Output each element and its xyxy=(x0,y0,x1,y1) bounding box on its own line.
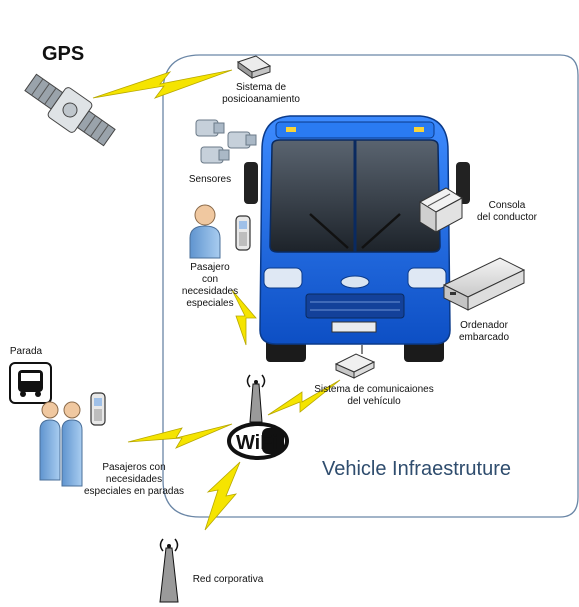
sensors-icon xyxy=(195,119,257,164)
comm-system-label: Sistema de comunicaiones del vehículo xyxy=(314,384,434,407)
passenger-label: Pasajero con necesidades especiales xyxy=(181,262,239,309)
stop-label: Parada xyxy=(9,346,43,357)
wifi-logo-text: WiFi xyxy=(236,432,278,454)
wireless-links xyxy=(92,69,341,531)
corporate-network-label: Red corporativa xyxy=(192,574,264,585)
router-icon xyxy=(334,345,376,379)
passenger-link xyxy=(231,289,257,346)
passenger-person-icon xyxy=(189,204,221,259)
onboard-computer-label: Ordenador embarcado xyxy=(458,320,510,343)
gps-satellite-icon xyxy=(24,73,116,147)
onboard-computer-icon xyxy=(442,257,526,311)
bus-icon xyxy=(244,115,470,362)
stop-passengers-label: Pasajeros con necesidades especiales en … xyxy=(83,462,185,497)
comm-wifi-link xyxy=(267,379,341,416)
phone-icon xyxy=(235,215,251,251)
bus-stop-sign-icon xyxy=(9,362,52,404)
gps-title: GPS xyxy=(42,43,84,65)
gps-link xyxy=(92,69,233,99)
network-wifi-link xyxy=(204,461,241,531)
stop-wifi-link xyxy=(127,423,233,449)
positioning-device-icon xyxy=(236,55,272,79)
sensors-label: Sensores xyxy=(188,174,232,185)
vehicle-infrastructure-title: Vehicle Infraestruture xyxy=(322,458,511,480)
positioning-system-label: Sistema de posicioanamiento xyxy=(222,82,300,105)
antenna-icon xyxy=(246,374,266,423)
stop-phone-icon xyxy=(90,392,106,426)
driver-console-icon xyxy=(419,187,463,233)
corporate-antenna-icon xyxy=(159,538,179,603)
wifi-logo: WiFi xyxy=(227,422,289,460)
stop-passengers-icon xyxy=(39,401,83,487)
driver-console-label: Consola del conductor xyxy=(476,200,538,223)
